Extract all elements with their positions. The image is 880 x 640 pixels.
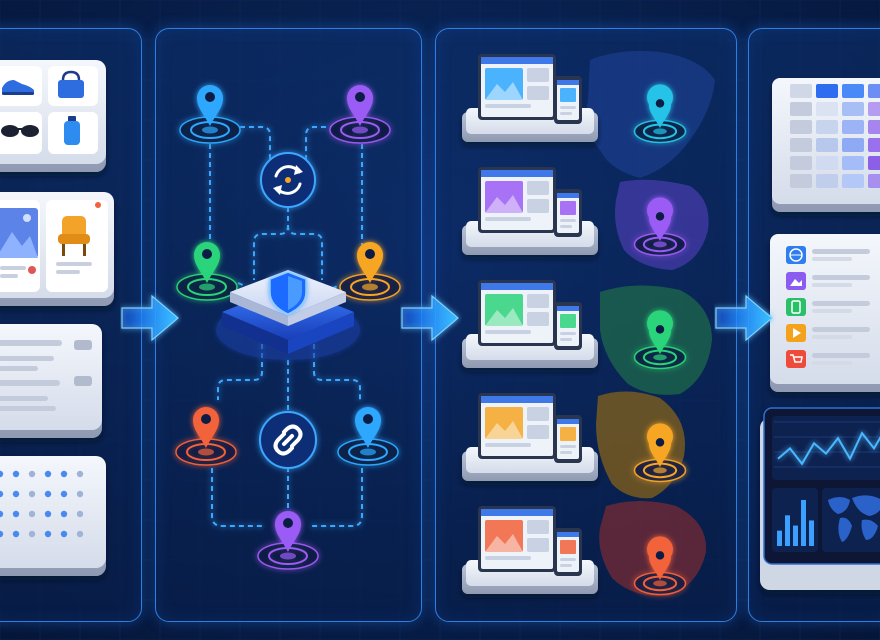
location-pin-icon bbox=[357, 242, 383, 283]
play-icon bbox=[786, 324, 806, 342]
laptop-icon bbox=[478, 54, 556, 120]
arrow-catalog-to-hub bbox=[121, 294, 179, 342]
sync-node bbox=[260, 152, 316, 208]
laptop-icon bbox=[478, 506, 556, 572]
menu-item bbox=[786, 272, 870, 290]
heart-icon bbox=[28, 266, 36, 274]
pin-low-left bbox=[175, 407, 237, 466]
pin-south-america bbox=[633, 423, 687, 483]
storefront-north-america bbox=[462, 54, 687, 144]
product-detail-card bbox=[0, 192, 114, 306]
storefront-africa bbox=[462, 280, 687, 370]
pin-africa bbox=[633, 310, 687, 370]
shield-icon bbox=[269, 271, 307, 315]
menu-item bbox=[786, 298, 870, 316]
pin-top-left bbox=[179, 85, 241, 144]
location-pin-icon bbox=[193, 241, 220, 283]
map-north-america bbox=[586, 51, 715, 178]
image-icon bbox=[786, 272, 806, 290]
sunglasses-icon bbox=[1, 125, 39, 137]
storefront-south-america bbox=[462, 393, 687, 483]
phone-icon bbox=[554, 76, 582, 124]
phone-icon bbox=[554, 302, 582, 350]
phone-icon bbox=[554, 415, 582, 463]
mobile-icon bbox=[786, 298, 806, 316]
menu-item bbox=[786, 324, 870, 342]
pin-north-america bbox=[633, 84, 687, 144]
calendar-grid-card bbox=[0, 456, 106, 576]
pin-bottom bbox=[257, 511, 319, 570]
laptop-icon bbox=[478, 280, 556, 346]
chain-link-icon bbox=[273, 424, 303, 456]
storefront-oceania bbox=[462, 506, 687, 596]
location-pin-icon bbox=[355, 407, 381, 448]
pin-europe bbox=[633, 197, 687, 257]
menu-item bbox=[786, 246, 870, 264]
security-hub bbox=[216, 270, 360, 360]
storefront-europe bbox=[462, 167, 687, 257]
chair-icon bbox=[58, 216, 90, 256]
app-menu-card bbox=[770, 234, 880, 392]
pin-top-right bbox=[329, 85, 391, 144]
location-pin-icon bbox=[197, 85, 223, 126]
dashboard-card bbox=[760, 407, 880, 590]
location-pin-icon bbox=[193, 407, 219, 448]
phone-icon bbox=[554, 528, 582, 576]
pin-oceania bbox=[633, 536, 687, 596]
sneaker-icon bbox=[2, 80, 34, 95]
globe-icon bbox=[786, 246, 806, 264]
dashboard-bar bbox=[785, 515, 790, 546]
text-list-card bbox=[0, 324, 102, 438]
pin-mid-left bbox=[176, 241, 238, 301]
handbag-icon bbox=[58, 70, 84, 98]
mini-world-map-icon bbox=[828, 495, 880, 542]
pin-mid-right bbox=[339, 242, 401, 301]
data-table-card bbox=[772, 78, 880, 212]
arrow-storefronts-to-analytics bbox=[715, 294, 773, 342]
arrow-hub-to-storefronts bbox=[401, 294, 459, 342]
phone-icon bbox=[554, 189, 582, 237]
map-south-america bbox=[596, 391, 685, 499]
product-grid-card bbox=[0, 60, 106, 172]
cart-icon bbox=[786, 350, 806, 368]
location-pin-icon bbox=[275, 511, 301, 552]
dashboard-bar bbox=[793, 525, 798, 546]
bottle-icon bbox=[64, 116, 80, 145]
dashboard-bar bbox=[809, 520, 814, 546]
menu-item bbox=[786, 350, 870, 368]
laptop-icon bbox=[478, 167, 556, 233]
location-pin-icon bbox=[347, 85, 373, 126]
pin-low-right bbox=[337, 407, 399, 466]
dashboard-bar bbox=[777, 530, 782, 546]
laptop-icon bbox=[478, 393, 556, 459]
hub-connectors bbox=[209, 126, 363, 527]
link-node bbox=[259, 411, 317, 469]
dashboard-bar bbox=[801, 500, 806, 546]
